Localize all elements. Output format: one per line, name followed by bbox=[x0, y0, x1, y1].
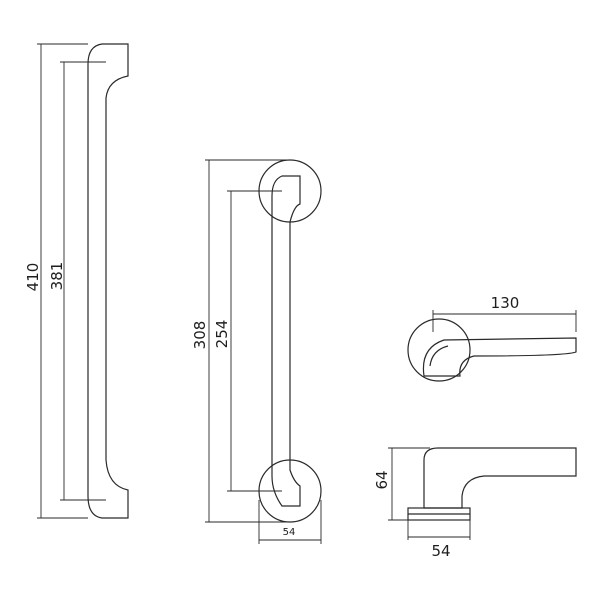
dimension-label-lever-54: 54 bbox=[431, 542, 450, 560]
rose-pull-dimension-308 bbox=[205, 159, 290, 523]
lever-dimension-130 bbox=[432, 310, 577, 332]
dimension-label-254: 254 bbox=[213, 320, 231, 349]
rose-pull-handle bbox=[258, 159, 322, 523]
long-pull-handle bbox=[87, 43, 129, 519]
dimension-label-64: 64 bbox=[373, 470, 391, 489]
lever-dimension-54 bbox=[407, 520, 471, 540]
rose-pull-dimension-254 bbox=[227, 190, 282, 492]
dimension-label-130: 130 bbox=[491, 294, 520, 312]
dimension-label-410: 410 bbox=[24, 263, 42, 292]
long-pull-dimension-410 bbox=[37, 43, 88, 519]
dimension-label-rose-54: 54 bbox=[283, 527, 296, 538]
long-pull-dimension-381 bbox=[60, 61, 106, 501]
lever-handle-side-view bbox=[407, 447, 577, 521]
rose-diameter-dimension-54 bbox=[258, 500, 322, 544]
dimension-label-381: 381 bbox=[48, 262, 66, 291]
dimension-label-308: 308 bbox=[191, 321, 209, 350]
lever-handle-top-view bbox=[407, 318, 577, 382]
lever-dimension-64 bbox=[388, 447, 430, 521]
